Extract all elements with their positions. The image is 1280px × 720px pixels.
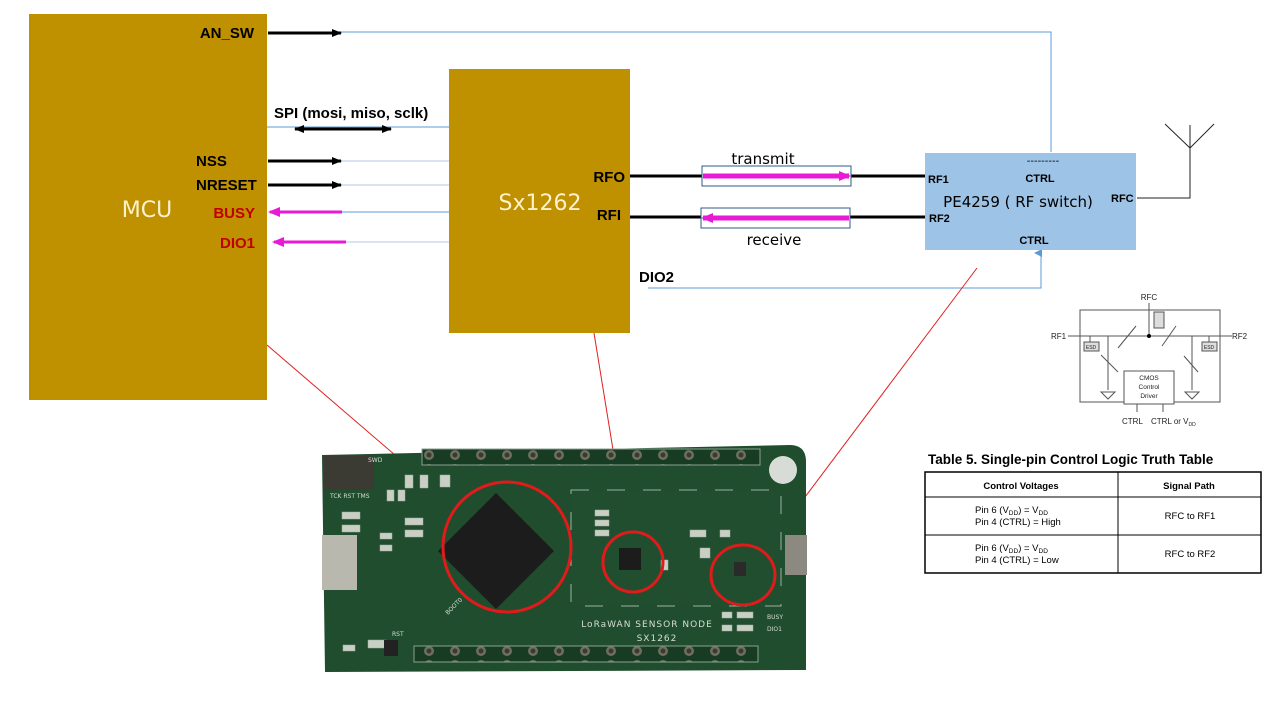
silkscreen-busy: BUSY: [767, 614, 783, 621]
truth-table-row1-path: RFC to RF1: [1165, 511, 1216, 522]
mcu-highlight-circle: [441, 480, 573, 614]
schematic-driver-3: Driver: [1140, 393, 1158, 400]
truth-table-title: Table 5. Single-pin Control Logic Truth …: [928, 452, 1214, 467]
truth-table: [924, 471, 1262, 574]
schematic-rf2: RF2: [1232, 332, 1248, 341]
switch-pin-rf1: RF1: [928, 174, 949, 186]
switch-pin-rfc: RFC: [1111, 193, 1134, 205]
jtag-header: [324, 456, 374, 490]
schematic-rfc: RFC: [1141, 293, 1158, 302]
truth-table-row2-path: RFC to RF2: [1165, 549, 1216, 560]
bottom-pin-header: [413, 645, 759, 663]
silkscreen-chip: SX1262: [637, 634, 678, 644]
antenna-icon: [1137, 123, 1215, 199]
sx1262-title: Sx1262: [499, 191, 582, 216]
transmit-label: transmit: [731, 150, 794, 168]
usb-connector: [322, 535, 357, 590]
switch-pin-rf2: RF2: [929, 213, 950, 225]
rf-switch-highlight-circle: [709, 543, 777, 607]
schematic-junction: [1147, 334, 1151, 338]
truth-table-header-path: Signal Path: [1163, 481, 1215, 492]
silkscreen-dio1: DIO1: [767, 626, 782, 633]
pin-label-an-sw: AN_SW: [200, 25, 255, 42]
silkscreen-swd: SWD: [368, 457, 383, 464]
rf-switch-block: [925, 153, 1136, 250]
pin-label-nreset: NRESET: [196, 177, 257, 194]
pin-label-rfo: RFO: [593, 169, 625, 186]
truth-table-row1-line2: Pin 4 (CTRL) = High: [975, 517, 1061, 528]
dio2-wire: [648, 249, 1042, 289]
switch-pin-ctrl-bar: CTRL: [1025, 173, 1055, 185]
an-sw-wire: [341, 31, 1052, 152]
truth-table-row1-line1: Pin 6 (VDD) = VDD: [975, 505, 1048, 517]
silkscreen-rst: RST: [392, 631, 404, 638]
schematic-ctrl: CTRL: [1122, 417, 1143, 426]
switch-pin-ctrl: CTRL: [1019, 235, 1049, 247]
spi-label: SPI (mosi, miso, sclk): [274, 105, 428, 122]
schematic-rf1: RF1: [1051, 332, 1067, 341]
pin-label-busy: BUSY: [213, 205, 255, 222]
schematic-driver-2: Control: [1139, 384, 1161, 391]
reset-button: [384, 640, 398, 656]
board-logo: [769, 456, 797, 484]
sx1262-block: [449, 69, 630, 333]
rf-switch-title: PE4259 ( RF switch): [943, 193, 1093, 211]
sx1262-highlight-circle: [601, 530, 665, 594]
antenna-connector: [785, 535, 807, 575]
board-photo: LoRaWAN SENSOR NODE SX1262 BUSY DIO1 RST…: [322, 445, 807, 672]
truth-table-row2-line1: Pin 6 (VDD) = VDD: [975, 543, 1048, 555]
silkscreen-jtag: TCK RST TMS: [329, 493, 370, 500]
pin-label-dio1: DIO1: [220, 235, 255, 252]
pin-label-dio2: DIO2: [639, 269, 674, 286]
rf-switch-chip: [734, 562, 746, 576]
silkscreen-title: LoRaWAN SENSOR NODE: [581, 620, 713, 630]
schematic-driver-1: CMOS: [1139, 375, 1159, 382]
mcu-title: MCU: [122, 198, 172, 223]
sx1262-chip: [619, 548, 641, 570]
top-pin-header: [421, 448, 761, 466]
schematic-esd-right: ESD: [1204, 345, 1215, 351]
schematic-esd-left: ESD: [1086, 345, 1097, 351]
mcu-block: [29, 14, 267, 400]
schematic-ctrl-or-vdd: CTRL or VDD: [1151, 417, 1196, 428]
switch-schematic: [1068, 303, 1232, 412]
receive-label: receive: [747, 231, 802, 249]
switch-pin-ctrl-overline: ---------: [1027, 156, 1060, 167]
truth-table-row2-line2: Pin 4 (CTRL) = Low: [975, 555, 1059, 566]
pin-label-rfi: RFI: [597, 207, 621, 224]
pin-label-nss: NSS: [196, 153, 227, 170]
truth-table-header-control: Control Voltages: [983, 481, 1058, 492]
